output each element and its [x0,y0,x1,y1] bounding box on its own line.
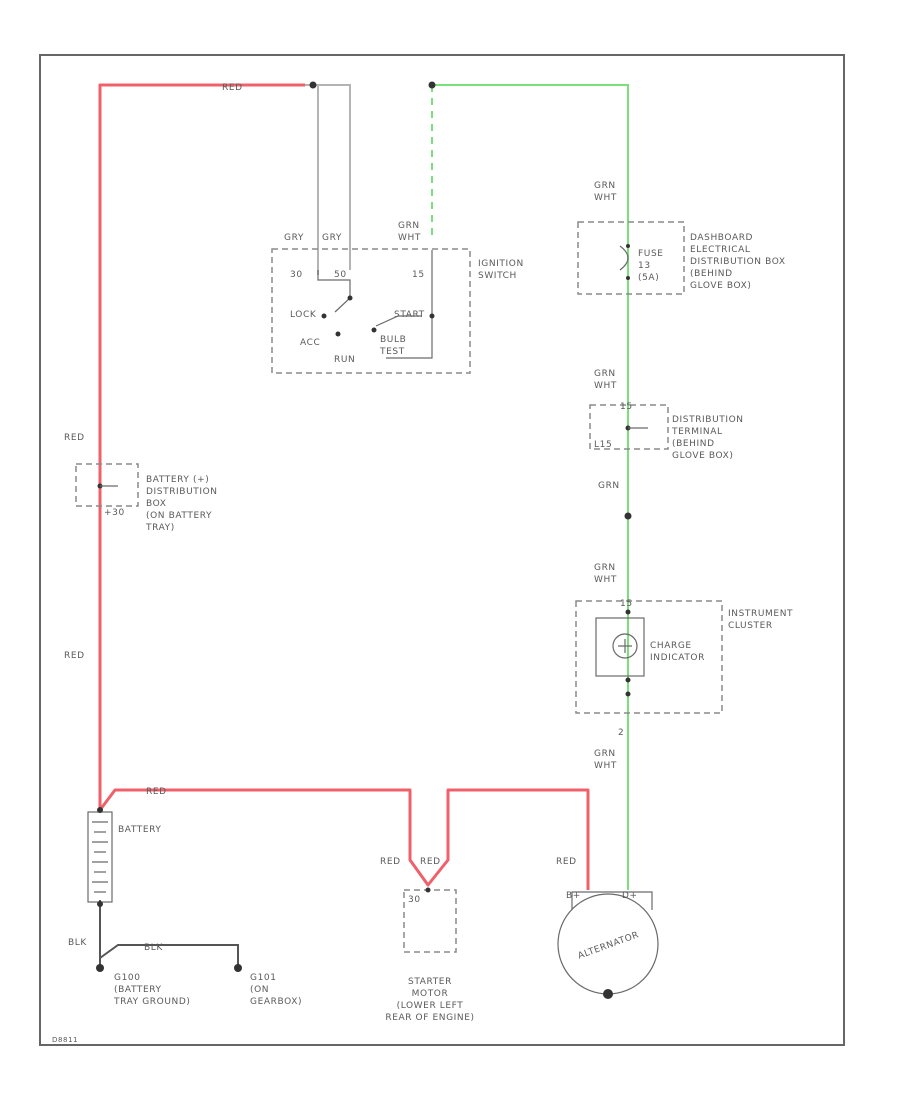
contact-dot [371,327,377,333]
ground-dot [234,964,242,972]
wire-label: RED [420,857,441,867]
battery-positive-terminal [97,807,103,813]
battery-negative-terminal [97,901,103,907]
contact-dot [625,677,631,683]
position-label: ACC [300,338,320,348]
wire-label: GRN [598,481,620,491]
switch-contact [317,270,351,313]
contact-dot [625,691,631,697]
contact-dot [626,276,630,280]
splice-dot [309,81,317,89]
pin-label: B+ [566,891,581,901]
pin-label: 30 [408,895,421,905]
wire-label: RED [64,433,85,443]
fuse-box-outline [577,221,685,295]
wire-grn-main [432,84,629,890]
wire-label: GRY [322,233,342,243]
contact-dot [625,609,631,615]
charge-indicator-lamp [612,633,638,659]
terminal-label: 30 [290,270,303,280]
battery: BATTERY [87,807,162,907]
pin-label: L15 [594,440,612,450]
battery-distribution-box-outline [75,463,139,507]
splice-dot [428,81,436,89]
wire-label: RED [222,83,243,93]
wire-label: RED [380,857,401,867]
ground-dot [96,964,104,972]
splice-dot [624,512,632,520]
instrument-cluster-outline [575,600,723,714]
switch-contact [375,315,422,327]
alternator-ground [603,989,613,999]
battery-cells [92,821,108,893]
wire-gry-1 [305,84,319,275]
lamp-filament [618,639,632,653]
contact-dot [335,331,341,337]
indicator-housing [595,617,645,677]
contact-dot [425,887,431,893]
alternator-terminal-block [571,891,653,910]
distribution-terminal-outline [589,404,669,450]
pin-label: +30 [104,508,125,518]
terminal-label: 50 [334,270,347,280]
wire-red-starter-alternator [98,788,590,890]
contact-dot [321,313,327,319]
position-label: LOCK [290,310,317,320]
diagram-code: D8811 [52,1036,78,1044]
battery-label: BATTERY [118,825,162,835]
contact-dot [429,313,435,319]
wire-label: BLK [144,943,163,953]
position-label: START [394,310,425,320]
terminal-label: 15 [412,270,425,280]
wire-blk-2 [99,944,239,968]
wire-label: RED [146,787,167,797]
position-label: RUN [334,355,355,365]
switch-contact [386,250,433,359]
pin-label: 15 [620,402,633,412]
pin-label: D+ [622,891,638,901]
contact-dot [347,295,353,301]
ignition-switch-box [271,248,471,374]
pin-label: 15 [620,599,633,609]
fuse-symbol [619,245,629,271]
contact-dot [626,244,630,248]
wire-label: GRY [284,233,304,243]
wire-label: RED [556,857,577,867]
pin-label: 2 [618,728,624,738]
wire-label: BLK [68,938,87,948]
diagram-frame [39,54,845,1046]
wire-label: RED [64,651,85,661]
wire-gry-2 [305,84,351,270]
wire-red-battery-feed [98,83,305,810]
